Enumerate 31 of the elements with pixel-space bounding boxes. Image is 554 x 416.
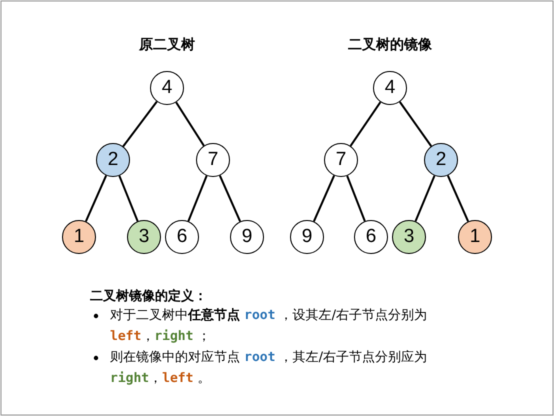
tree-edge bbox=[350, 102, 382, 146]
tree-edge bbox=[187, 175, 208, 222]
tree-node-circle: 1 bbox=[62, 220, 96, 254]
tree-node-circle: 9 bbox=[290, 220, 324, 254]
tree-node-circle: 3 bbox=[127, 220, 161, 254]
tree-node-circle: 2 bbox=[96, 143, 130, 177]
definition-heading: 二叉树镜像的定义： bbox=[90, 288, 208, 306]
tree-node-circle: 4 bbox=[373, 71, 407, 105]
tree-edge bbox=[118, 175, 139, 222]
tree-edge bbox=[218, 175, 242, 222]
tree-node-circle: 7 bbox=[196, 143, 230, 177]
tree-title: 原二叉树 bbox=[138, 36, 196, 55]
tree-node-circle: 4 bbox=[150, 71, 184, 105]
tree-edge bbox=[399, 101, 432, 147]
tree-node-circle: 6 bbox=[354, 220, 388, 254]
tree-edge bbox=[446, 175, 470, 222]
tree-edge bbox=[84, 175, 108, 222]
tree-node-circle: 1 bbox=[458, 220, 492, 254]
tree-edge bbox=[175, 102, 205, 146]
tree-edge bbox=[122, 101, 158, 147]
tree-node-circle: 7 bbox=[324, 143, 358, 177]
tree-edge bbox=[346, 175, 366, 222]
tree-node-circle: 2 bbox=[424, 143, 458, 177]
tree-node-circle: 3 bbox=[392, 220, 426, 254]
tree-edge bbox=[414, 175, 436, 222]
tree-title: 二叉树的镜像 bbox=[347, 36, 433, 55]
tree-node-circle: 6 bbox=[165, 220, 199, 254]
definition-text: 则在镜像中的对应节点 root ，其左/右子节点分别应为 right，left 。 bbox=[110, 349, 428, 388]
definition-text: 对于二叉树中任意节点 root ，设其左/右子节点分别为 left，right ； bbox=[110, 306, 428, 346]
tree-edge bbox=[312, 175, 336, 222]
tree-node-circle: 9 bbox=[230, 220, 264, 254]
